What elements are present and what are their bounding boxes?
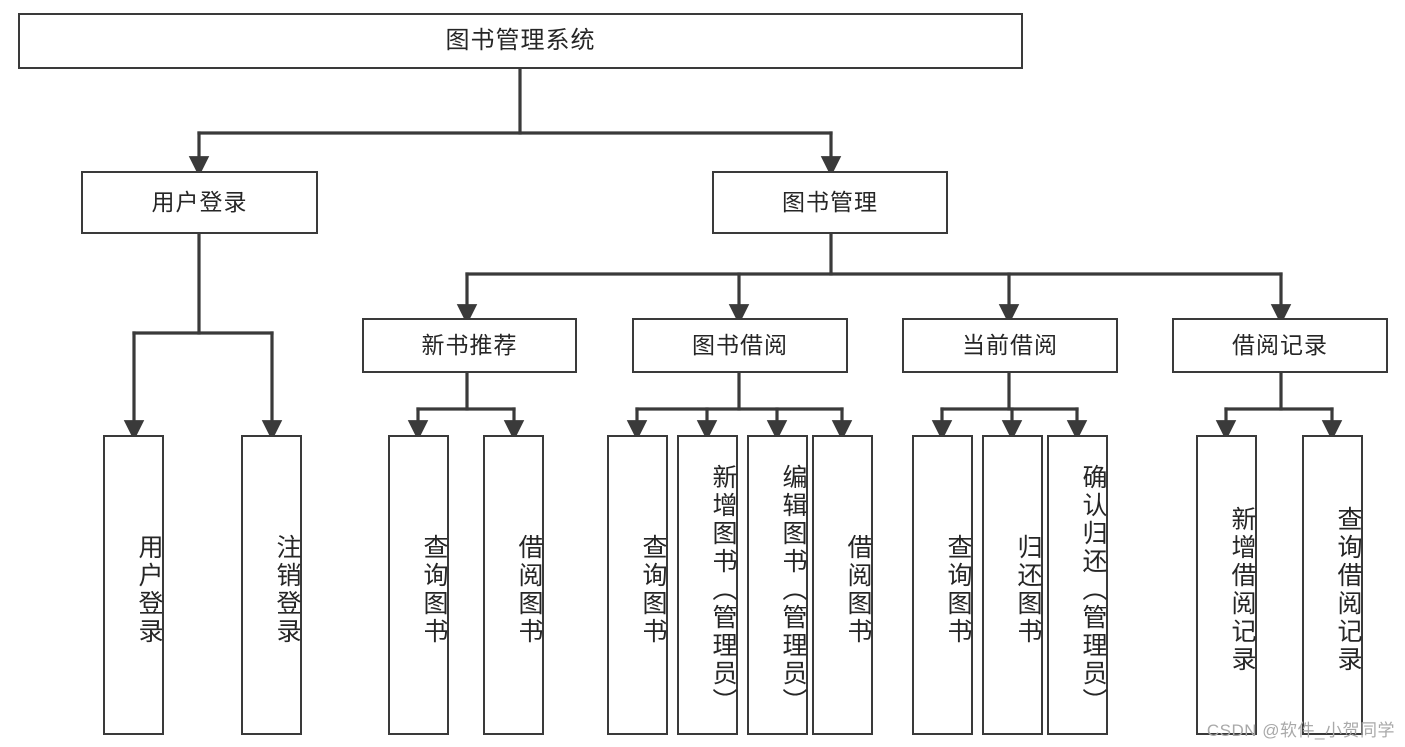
- node-user-login[interactable]: 用户登录: [81, 171, 318, 234]
- node-label: 新书推荐: [421, 331, 518, 358]
- node-new-book-recommend[interactable]: 新书推荐: [362, 318, 577, 373]
- node-label: 编辑图书（管理员）: [779, 464, 807, 716]
- leaf-borrow-book[interactable]: 借阅图书: [812, 435, 873, 735]
- leaf-query-book-borrow[interactable]: 查询图书: [607, 435, 668, 735]
- leaf-edit-book-admin[interactable]: 编辑图书（管理员）: [747, 435, 808, 735]
- node-label: 新增图书（管理员）: [709, 464, 737, 716]
- node-label: 图书管理: [782, 188, 878, 215]
- node-label: 用户登录: [151, 188, 248, 215]
- node-label: 借阅记录: [1232, 331, 1328, 358]
- node-label: 当前借阅: [962, 331, 1058, 358]
- node-label: 注销登录: [273, 534, 301, 646]
- node-label: 查询借阅记录: [1334, 506, 1362, 674]
- node-label: 图书管理系统: [445, 26, 596, 54]
- node-label: 借阅图书: [515, 534, 543, 646]
- csdn-watermark: CSDN @软件_小贺同学: [1206, 721, 1395, 740]
- leaf-return-book[interactable]: 归还图书: [982, 435, 1043, 735]
- node-current-borrow[interactable]: 当前借阅: [902, 318, 1118, 373]
- node-borrow-record[interactable]: 借阅记录: [1172, 318, 1388, 373]
- leaf-add-borrow-record[interactable]: 新增借阅记录: [1196, 435, 1257, 735]
- leaf-user-logout[interactable]: 注销登录: [241, 435, 302, 735]
- node-book-borrow[interactable]: 图书借阅: [632, 318, 848, 373]
- node-label: 归还图书: [1014, 534, 1042, 646]
- node-label: 用户登录: [135, 534, 163, 646]
- leaf-borrow-book-recommend[interactable]: 借阅图书: [483, 435, 544, 735]
- leaf-query-borrow-record[interactable]: 查询借阅记录: [1302, 435, 1363, 735]
- node-label: 确认归还（管理员）: [1079, 464, 1107, 716]
- leaf-confirm-return-admin[interactable]: 确认归还（管理员）: [1047, 435, 1108, 735]
- leaf-query-book-recommend[interactable]: 查询图书: [388, 435, 449, 735]
- leaf-user-login[interactable]: 用户登录: [103, 435, 164, 735]
- leaf-add-book-admin[interactable]: 新增图书（管理员）: [677, 435, 738, 735]
- node-label: 图书借阅: [692, 331, 788, 358]
- node-label: 查询图书: [420, 534, 448, 646]
- leaf-query-book-current[interactable]: 查询图书: [912, 435, 973, 735]
- node-book-management[interactable]: 图书管理: [712, 171, 948, 234]
- node-label: 新增借阅记录: [1228, 506, 1256, 674]
- node-label: 查询图书: [639, 534, 667, 646]
- node-label: 借阅图书: [844, 534, 872, 646]
- node-root-book-management-system[interactable]: 图书管理系统: [18, 13, 1023, 69]
- node-label: 查询图书: [944, 534, 972, 646]
